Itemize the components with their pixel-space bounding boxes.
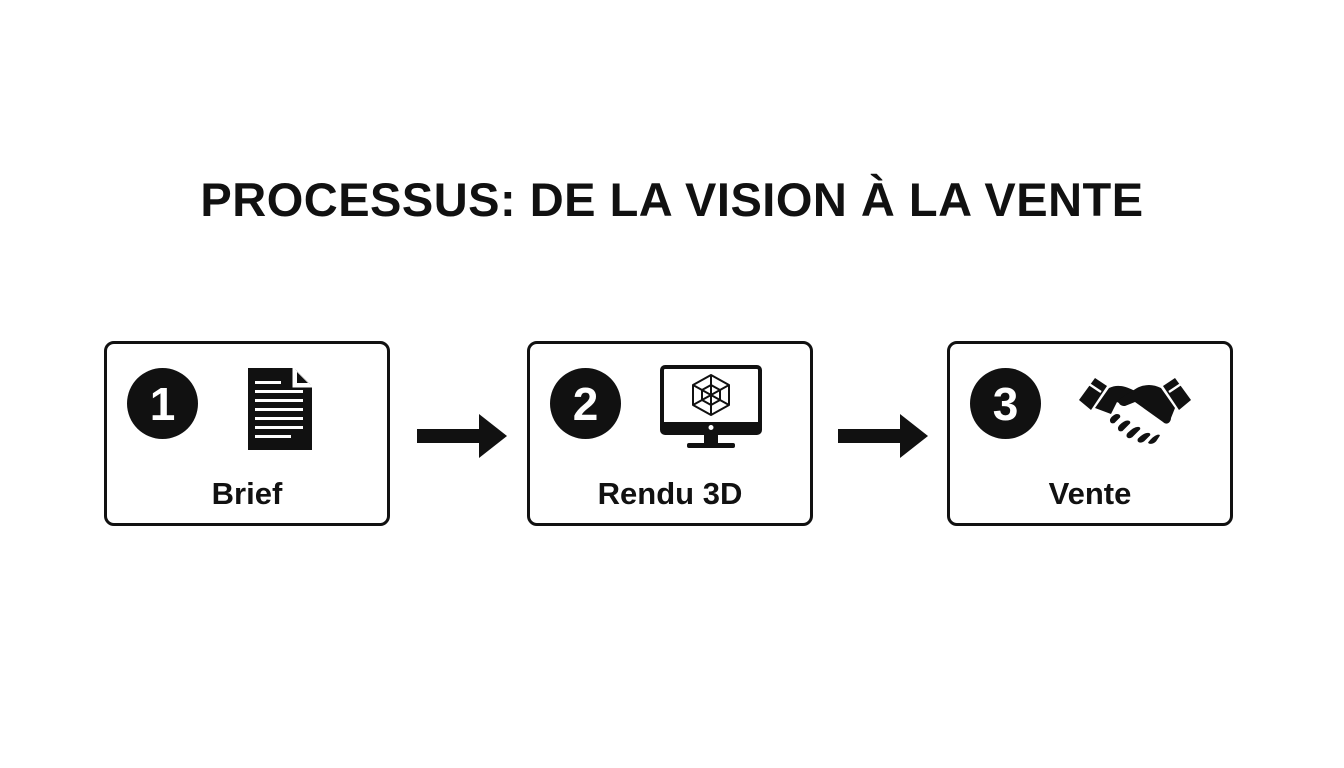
- arrow-right-icon: [417, 414, 507, 458]
- step-number-badge: 3: [970, 368, 1041, 439]
- monitor-3d-cube-icon: [660, 365, 762, 448]
- step-number-badge: 2: [550, 368, 621, 439]
- handshake-icon: [1079, 378, 1191, 446]
- step-label: Vente: [1048, 476, 1132, 511]
- step-label: Rendu 3D: [597, 476, 743, 511]
- arrow-right-icon: [838, 414, 928, 458]
- step-box-brief: 1 Brief: [104, 341, 390, 526]
- diagram-title: PROCESSUS: DE LA VISION À LA VENTE: [200, 173, 1144, 226]
- step-box-vente: 3 Vente: [947, 341, 1233, 526]
- step-number-badge: 1: [127, 368, 198, 439]
- document-icon: [248, 368, 312, 450]
- step-box-rendu-3d: 2 Rendu 3D: [527, 341, 813, 526]
- step-label: Brief: [211, 476, 283, 511]
